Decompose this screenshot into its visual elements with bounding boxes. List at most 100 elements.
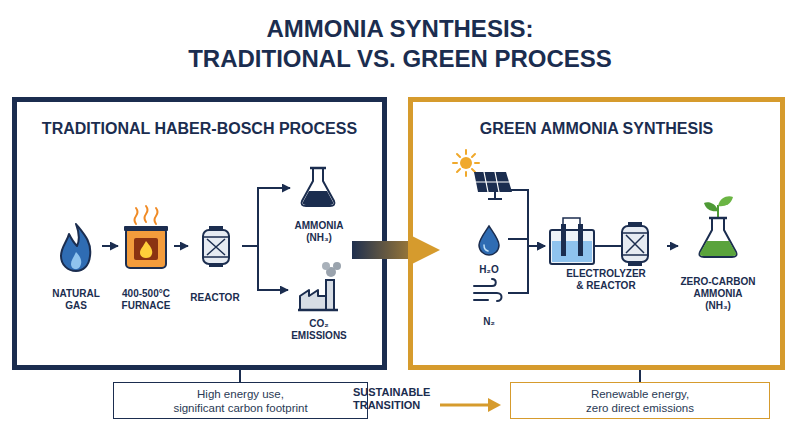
flow-arrow — [239, 370, 241, 382]
feedstock-step: NATURAL GAS — [50, 222, 102, 312]
step-label: H₂O — [479, 264, 498, 276]
step-label: 400-500°C FURNACE — [118, 288, 174, 312]
panel-heading: TRADITIONAL HABER-BOSCH PROCESS — [42, 119, 357, 138]
flow-arrow — [639, 370, 641, 382]
electrolyzer-step: ELECTROLYZER & REACTOR — [545, 206, 667, 292]
electrolyzer-icon — [594, 245, 622, 247]
electrolyzer-icon — [578, 224, 583, 256]
diagram-title: AMMONIA SYNTHESIS: TRADITIONAL VS. GREEN… — [188, 14, 613, 74]
step-label: NATURAL GAS — [50, 288, 102, 312]
solar-panel-icon — [474, 172, 512, 199]
green-flask-icon — [700, 241, 736, 256]
factory-icon — [298, 309, 338, 312]
factory-icon — [326, 280, 334, 310]
step-label: ELECTROLYZER & REACTOR — [564, 268, 649, 292]
reactor-icon — [203, 230, 229, 264]
ammonia-flask-icon — [303, 191, 333, 205]
solar-feed-line — [510, 190, 528, 239]
step-label: N₂ — [483, 316, 495, 328]
summary-text: Renewable energy, zero direct emissions — [582, 387, 698, 415]
furnace-icon — [135, 206, 158, 224]
water-drop-icon — [479, 226, 499, 255]
furnace-icon — [124, 206, 168, 268]
transition-arrow-tail — [352, 241, 388, 259]
panel-heading: GREEN AMMONIA SYNTHESIS — [480, 119, 714, 138]
sun-icon — [453, 150, 479, 176]
transition-arrow-tail — [352, 241, 388, 259]
transition-arrow — [440, 398, 501, 412]
green-flask-icon — [700, 196, 737, 257]
reactor-icon — [203, 226, 229, 267]
flow-arrow — [102, 245, 118, 247]
electrolyzer-icon — [550, 230, 594, 264]
product-step: AMMONIA (NH₃) — [290, 166, 348, 244]
product-step: ZERO-CARBON AMMONIA (NH₃) — [678, 200, 758, 312]
transition-arrow — [387, 241, 408, 259]
reactor-step: REACTOR — [188, 222, 242, 304]
solar-panel-icon — [476, 172, 509, 192]
furnace-icon — [134, 238, 158, 260]
flow-arrow — [508, 239, 545, 246]
flow-arrow — [242, 188, 290, 246]
transition-arrow — [488, 398, 501, 412]
flow-arrow — [667, 245, 678, 247]
step-label: ZERO-CARBON AMMONIA (NH₃) — [680, 276, 757, 312]
process-panel: GREEN AMMONIA SYNTHESIS H₂O N₂ ELECTROLYZER… — [408, 97, 785, 370]
transition-label: SUSTAINABLE TRANSITION — [353, 386, 437, 412]
furnace-icon — [124, 226, 168, 231]
solar-panel-icon — [474, 172, 512, 192]
summary-box: Renewable energy, zero direct emissions — [510, 382, 770, 419]
green-flask-icon — [717, 205, 719, 218]
wind-icon — [474, 279, 502, 301]
water-drop-icon — [484, 245, 488, 251]
furnace-icon — [126, 228, 166, 268]
reactor-icon — [209, 226, 223, 231]
factory-icon — [326, 267, 336, 277]
green-flask-icon — [718, 196, 733, 206]
flow-arrow — [508, 246, 545, 293]
summary-box: High energy use, significant carbon foot… — [113, 382, 368, 419]
green-flask-icon — [700, 218, 737, 257]
reactor-icon — [622, 226, 648, 262]
furnace-step: 400-500°C FURNACE — [118, 214, 174, 312]
factory-icon — [333, 262, 341, 270]
flow-arrow — [242, 246, 288, 290]
green-flask-icon — [704, 202, 718, 211]
gas-flame-icon — [61, 224, 90, 271]
step-label: CO₂ EMISSIONS — [288, 318, 350, 342]
summary-text: High energy use, significant carbon foot… — [172, 387, 310, 415]
water-drop-icon — [479, 226, 499, 255]
gas-flame-icon — [71, 252, 81, 269]
ammonia-flask-icon — [302, 168, 335, 206]
factory-icon — [300, 290, 326, 310]
step-label: REACTOR — [190, 292, 239, 304]
ammonia-flask-icon — [302, 168, 335, 206]
flow-arrow — [174, 245, 188, 247]
emission-step: CO₂ EMISSIONS — [288, 268, 350, 342]
factory-icon — [298, 262, 341, 310]
sun-icon — [460, 157, 472, 169]
process-panel: TRADITIONAL HABER-BOSCH PROCESS NATURAL G… — [12, 97, 387, 370]
wind-icon — [474, 279, 502, 301]
green-flask-icon — [709, 217, 727, 220]
electrolyzer-icon — [552, 241, 592, 262]
solar-panel-icon — [488, 192, 502, 199]
reactor-icon — [622, 233, 648, 255]
reactor-icon — [628, 261, 642, 266]
electrolyzer-icon — [561, 224, 566, 256]
reactor-icon — [622, 222, 648, 266]
ammonia-flask-icon — [310, 167, 326, 170]
input-step: N₂ — [470, 278, 508, 328]
reactor-icon — [209, 262, 223, 267]
factory-icon — [322, 262, 330, 270]
furnace-icon — [140, 241, 152, 258]
solar-feed-line — [510, 190, 528, 239]
transition-arrow — [440, 404, 490, 407]
sun-icon — [453, 150, 479, 176]
input-step: H₂O — [470, 222, 508, 276]
step-label: AMMONIA (NH₃) — [290, 220, 348, 244]
reactor-icon — [628, 222, 642, 227]
electrolyzer-icon — [563, 218, 580, 226]
gas-flame-icon — [61, 224, 90, 271]
electrolyzer-icon — [550, 218, 622, 264]
